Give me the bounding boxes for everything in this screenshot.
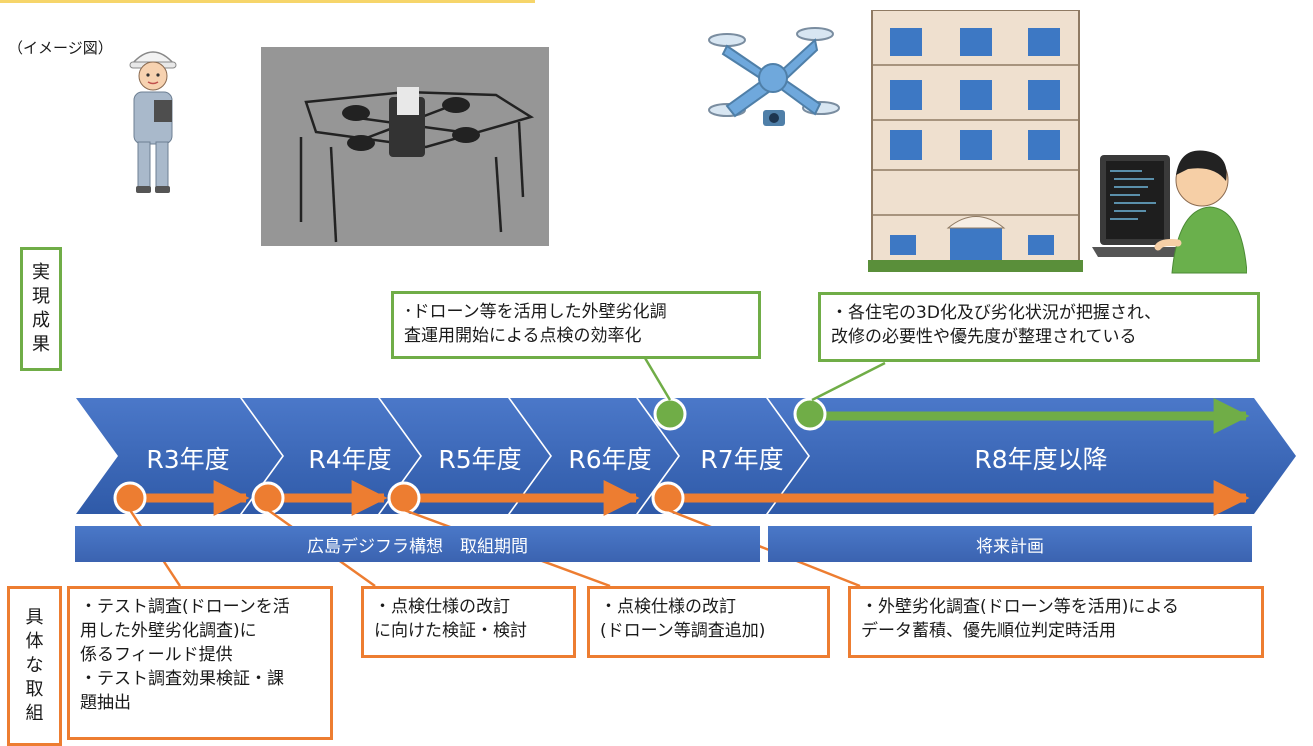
action-callout-r6: ・外壁劣化調査(ドローン等を活用)による データ蓄積、優先順位判定時活用 <box>848 586 1264 658</box>
drone-photo <box>261 47 549 246</box>
timeline-label-r6: R6年度 <box>568 445 651 474</box>
result-label-char: 成 <box>32 310 50 331</box>
timeline-label-r4: R4年度 <box>308 445 391 474</box>
actions-label-char: 体 <box>25 631 44 652</box>
chevron-r8 <box>768 398 1296 514</box>
action-callout-r3: ・テスト調査(ドローンを活 用した外壁劣化調査)に 係るフィールド提供 ・テスト… <box>67 586 333 740</box>
result-dot <box>653 397 687 431</box>
actions-label-char: 組 <box>25 703 44 724</box>
current-period-bar: 広島デジフラ構想 取組期間 <box>75 526 760 562</box>
actions-label: 具 体 な 取 組 <box>7 586 62 746</box>
milestone-dot <box>113 481 147 515</box>
connector-line <box>811 361 886 402</box>
result-callout-r7: ･ドローン等を活用した外壁劣化調 査運用開始による点検の効率化 <box>391 291 761 359</box>
result-label: 実 現 成 果 <box>20 247 62 371</box>
inspector-illustration <box>129 51 177 193</box>
actions-label-char: 取 <box>25 679 44 700</box>
timeline-label-r3: R3年度 <box>146 445 229 474</box>
result-label-char: 現 <box>32 286 50 307</box>
chevron-r5 <box>380 398 550 514</box>
chevron-r7 <box>638 398 808 514</box>
apartment-building-illustration <box>868 10 1083 272</box>
milestone-dot <box>251 481 285 515</box>
connector-line <box>667 508 861 588</box>
timeline-label-r8: R8年度以降 <box>974 445 1107 474</box>
actions-label-char: 具 <box>25 607 44 628</box>
engineer-laptop-illustration <box>1092 150 1247 274</box>
milestone-dot <box>387 481 421 515</box>
milestone-dot <box>651 481 685 515</box>
timeline-label-r7: R7年度 <box>700 445 783 474</box>
connector-line <box>643 357 672 401</box>
action-callout-r5: ・点検仕様の改訂 (ドローン等調査追加) <box>587 586 830 658</box>
image-caption: （イメージ図） <box>8 39 113 57</box>
timeline-label-r5: R5年度 <box>438 445 521 474</box>
result-dot <box>793 397 827 431</box>
result-callout-r8: ・各住宅の3D化及び劣化状況が把握され、 改修の必要性や優先度が整理されている <box>818 292 1260 362</box>
future-period-bar: 将来計画 <box>768 526 1252 562</box>
result-label-char: 果 <box>32 334 50 355</box>
result-label-char: 実 <box>32 262 50 283</box>
action-callout-r4: ・点検仕様の改訂 に向けた検証・検討 <box>361 586 576 658</box>
actions-label-char: な <box>25 655 44 676</box>
top-accent-line <box>0 0 535 3</box>
drone-illustration <box>708 27 840 126</box>
